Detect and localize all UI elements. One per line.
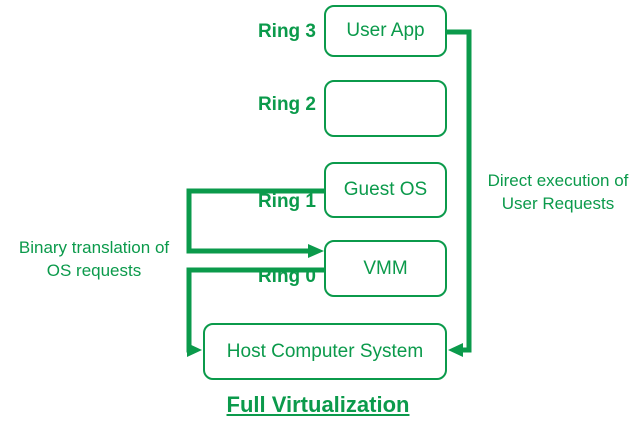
vmm-box: VMM xyxy=(324,240,447,297)
binary-translation-annotation: Binary translation of OS requests xyxy=(0,236,188,282)
direct-execution-line2: User Requests xyxy=(501,194,615,213)
user-app-to-host-line xyxy=(447,29,472,353)
direct-execution-annotation: Direct execution of User Requests xyxy=(475,169,641,215)
host-computer-system-box: Host Computer System xyxy=(203,323,447,380)
host-left-arrowhead-icon xyxy=(187,343,202,357)
binary-translation-line2: OS requests xyxy=(46,261,142,280)
direct-execution-line1: Direct execution of xyxy=(487,171,629,190)
vmm-arrowhead-icon xyxy=(308,244,324,258)
ring-2-empty-box xyxy=(324,80,447,137)
ring-3-label: Ring 3 xyxy=(257,21,316,42)
user-app-box: User App xyxy=(324,5,447,57)
guest-os-box: Guest OS xyxy=(324,162,447,218)
binary-translation-line1: Binary translation of xyxy=(18,238,170,257)
ring-1-label: Ring 1 xyxy=(257,191,316,212)
ring-0-label: Ring 0 xyxy=(257,266,316,287)
host-right-arrowhead-icon xyxy=(448,343,463,357)
guest-os-to-vmm-line xyxy=(186,188,324,254)
ring-2-label: Ring 2 xyxy=(257,94,316,115)
diagram-title: Full Virtualization xyxy=(226,392,410,417)
